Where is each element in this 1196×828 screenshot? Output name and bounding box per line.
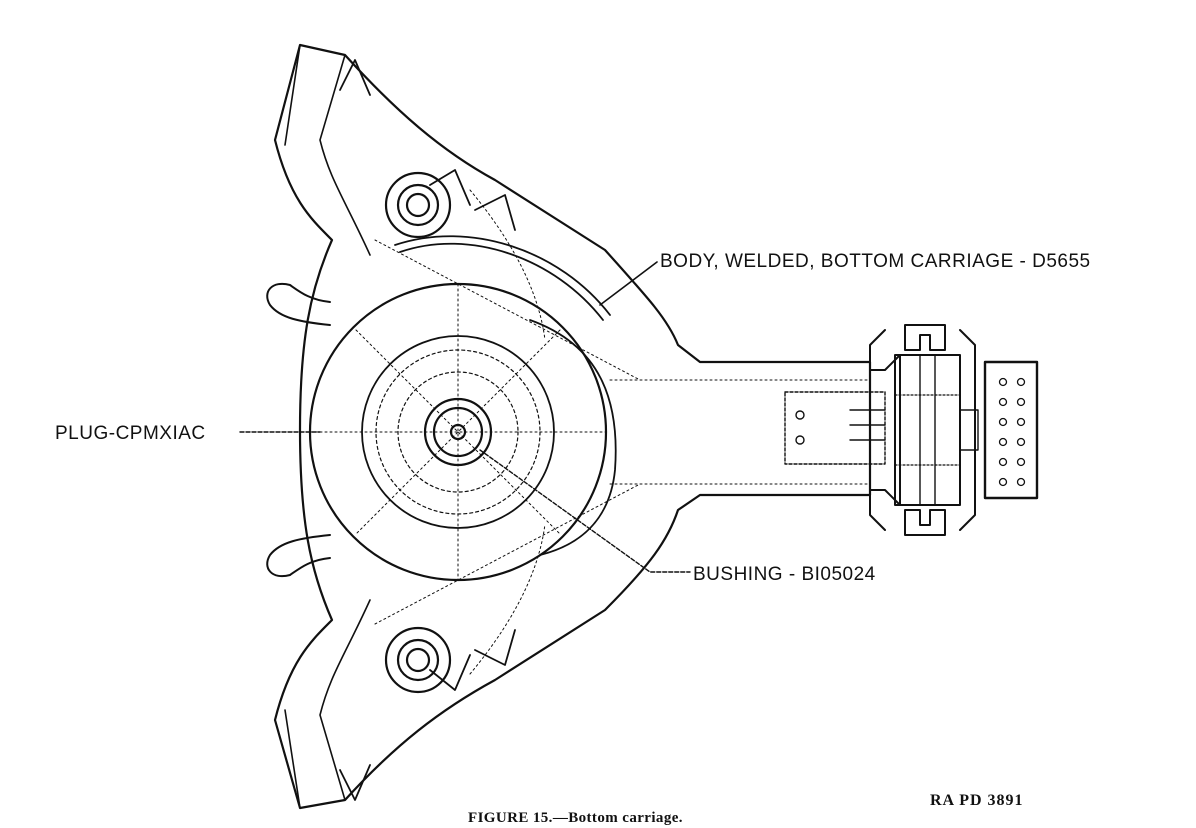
- guide-rail: [394, 235, 611, 321]
- bushing-leader-line: [479, 449, 691, 573]
- plug-label: PLUG-CPMXIAC: [55, 423, 206, 444]
- lower-left-hook: [266, 534, 331, 578]
- end-crosspiece: [869, 324, 979, 536]
- upper-pivot-boss: [384, 171, 452, 239]
- hidden-lines: [309, 189, 871, 675]
- bushing-rail: [529, 319, 617, 556]
- end-bolt-plate: [983, 360, 1039, 500]
- bushing-label: BUSHING - BI05024: [693, 564, 876, 585]
- upper-arm-edge: [284, 44, 371, 256]
- figure-caption: FIGURE 15.—Bottom carriage.: [468, 810, 683, 826]
- lower-arm-edge: [284, 599, 371, 809]
- carriage-body-outline: [273, 43, 872, 810]
- body-leader-line: [599, 261, 658, 306]
- figure-code: RA PD 3891: [930, 792, 1024, 809]
- upper-flange-teeth: [339, 59, 516, 231]
- lower-flange-teeth: [339, 629, 516, 801]
- trail-arm: [784, 391, 886, 465]
- lower-pivot-boss: [384, 626, 452, 694]
- upper-left-hook: [266, 282, 331, 326]
- body-label: BODY, WELDED, BOTTOM CARRIAGE - D5655: [660, 251, 1091, 272]
